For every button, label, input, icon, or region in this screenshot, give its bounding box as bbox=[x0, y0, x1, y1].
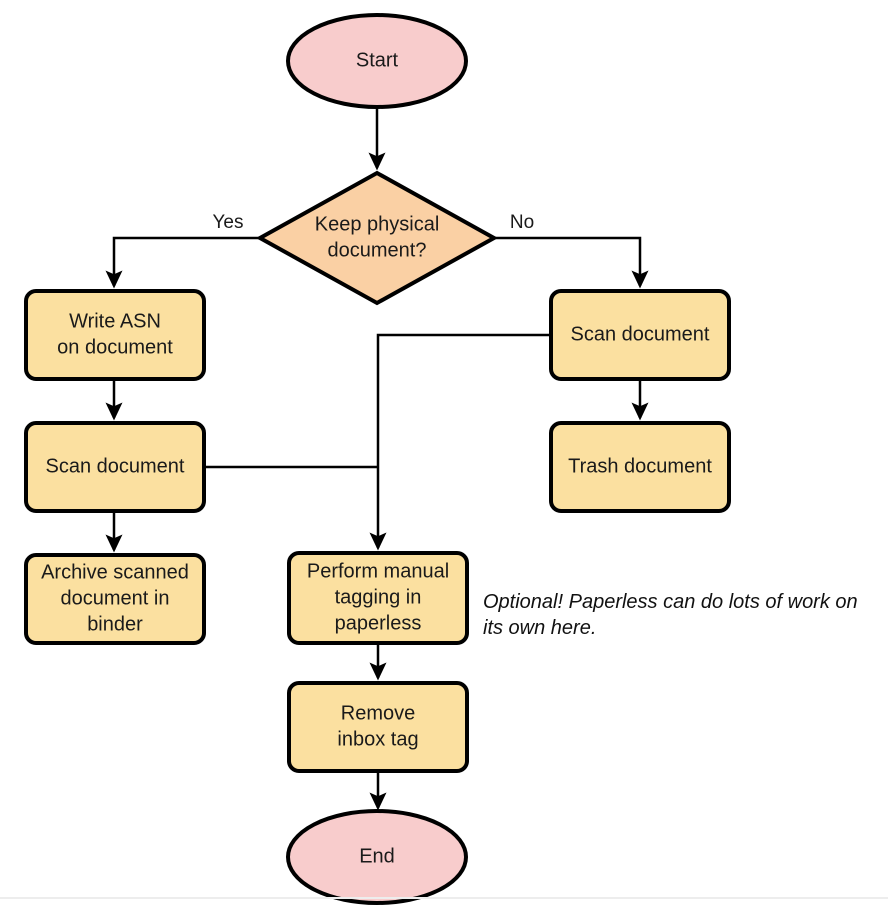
annotation-line: Optional! Paperless can do lots of work … bbox=[483, 591, 858, 613]
edges-layer: Yes No bbox=[105, 107, 649, 811]
node-scan-document-left[interactable]: Scan document bbox=[24, 421, 206, 513]
node-label-line: Write ASN bbox=[69, 310, 161, 332]
node-manual-tagging[interactable]: Perform manual tagging in paperless bbox=[287, 551, 469, 645]
node-label-line: Trash document bbox=[568, 455, 712, 477]
node-label-line: on document bbox=[57, 336, 173, 358]
node-archive-binder[interactable]: Archive scanned document in binder bbox=[24, 553, 206, 645]
node-label-line: Archive scanned bbox=[41, 561, 189, 583]
edge-decision-yes: Yes bbox=[105, 212, 260, 289]
node-trash-document[interactable]: Trash document bbox=[549, 421, 731, 513]
edge-decision-no: No bbox=[494, 212, 649, 289]
node-label-line: document in bbox=[61, 587, 170, 609]
node-label-line: document? bbox=[328, 239, 427, 261]
node-remove-inbox-tag[interactable]: Remove inbox tag bbox=[287, 681, 469, 773]
process-shape bbox=[287, 551, 469, 645]
process-shape bbox=[24, 421, 206, 513]
node-label-line: Start bbox=[356, 49, 399, 71]
node-label-line: Keep physical bbox=[315, 213, 440, 235]
node-label-line: Remove bbox=[341, 702, 415, 724]
terminator-shape bbox=[286, 13, 468, 109]
edge-path bbox=[494, 236, 649, 289]
process-shape bbox=[549, 421, 731, 513]
node-start[interactable]: Start bbox=[286, 13, 468, 109]
process-shape bbox=[549, 289, 731, 381]
annotations-layer: Optional! Paperless can do lots of work … bbox=[483, 591, 858, 639]
edge-scan-right-to-tagging bbox=[369, 333, 551, 551]
process-shape bbox=[287, 681, 469, 773]
terminator-shape bbox=[286, 809, 468, 905]
node-scan-document-right[interactable]: Scan document bbox=[549, 289, 731, 381]
node-label-line: Scan document bbox=[46, 455, 185, 477]
node-end[interactable]: End bbox=[286, 809, 468, 905]
annotation-optional-note: Optional! Paperless can do lots of work … bbox=[483, 591, 858, 639]
process-shape bbox=[24, 289, 206, 381]
annotation-line: its own here. bbox=[483, 617, 596, 639]
node-label-line: End bbox=[359, 845, 395, 867]
node-write-asn[interactable]: Write ASN on document bbox=[24, 289, 206, 381]
node-keep-physical[interactable]: Keep physical document? bbox=[255, 170, 499, 306]
process-shape bbox=[24, 553, 206, 645]
node-label-line: inbox tag bbox=[337, 728, 418, 750]
node-label-line: binder bbox=[87, 613, 143, 635]
edge-label-decision-yes: Yes bbox=[213, 212, 244, 233]
decision-shape bbox=[255, 170, 499, 306]
node-label-line: tagging in bbox=[335, 586, 422, 608]
edge-path bbox=[369, 333, 551, 551]
node-label-line: Perform manual bbox=[307, 560, 449, 582]
edge-label-decision-no: No bbox=[510, 212, 534, 233]
edge-path bbox=[105, 236, 260, 289]
node-label-line: paperless bbox=[335, 612, 422, 634]
node-label-line: Scan document bbox=[571, 323, 710, 345]
